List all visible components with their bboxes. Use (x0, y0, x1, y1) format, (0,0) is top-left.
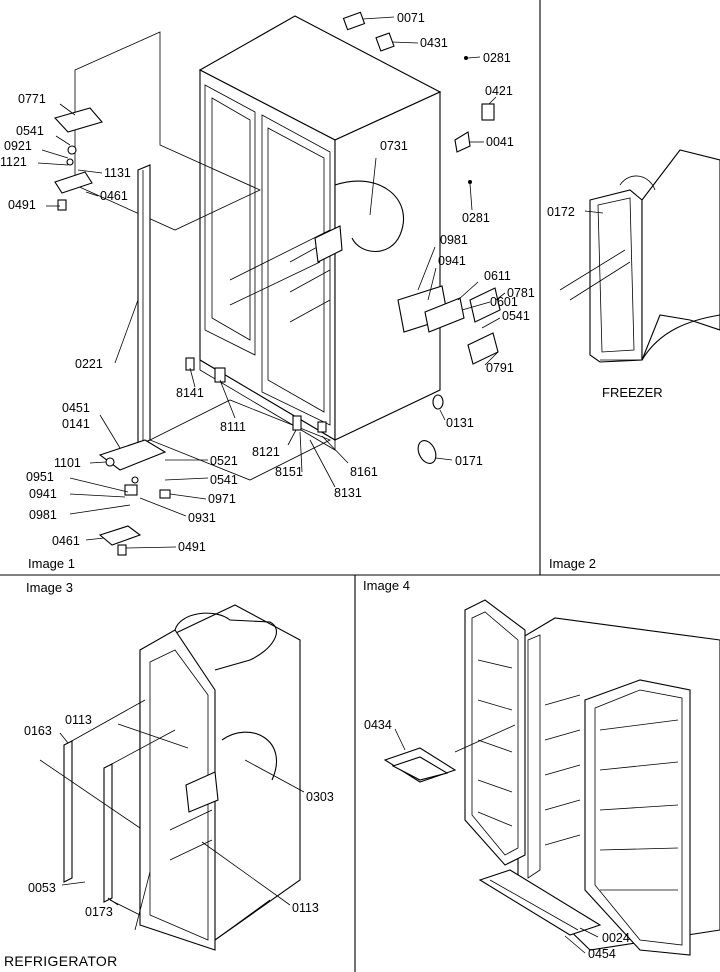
part-label: 0521 (210, 454, 238, 468)
part-label: 0113 (292, 901, 319, 915)
part-label: 0451 (62, 401, 90, 415)
part-label: 0131 (446, 416, 474, 430)
part-label: 0461 (52, 534, 80, 548)
part-label: 0431 (420, 36, 448, 50)
image1-cabinet (74, 15, 442, 481)
part-label: 0113 (65, 713, 92, 727)
part-label: 0281 (462, 211, 490, 225)
panel-title-refrigerator: REFRIGERATOR (4, 953, 118, 969)
part-label: 0281 (483, 51, 511, 65)
part-label: 0303 (306, 790, 334, 804)
part-label: 0771 (18, 92, 46, 106)
image4-open-fridge (383, 599, 720, 956)
part-label: 0171 (455, 454, 483, 468)
part-label: 0781 (507, 286, 535, 300)
part-label: 0931 (188, 511, 216, 525)
part-label: 1121 (0, 155, 27, 169)
part-label: 0491 (178, 540, 206, 554)
part-label: 0981 (29, 508, 57, 522)
part-label: 0163 (24, 724, 52, 738)
part-label: 0731 (380, 139, 408, 153)
part-label: 0921 (4, 139, 32, 153)
part-label: 0981 (440, 233, 468, 247)
part-label: 0791 (486, 361, 514, 375)
upper-hinge-assembly (53, 107, 103, 211)
part-label: 0434 (364, 718, 392, 732)
part-label: 0461 (100, 189, 128, 203)
part-label: 1101 (54, 456, 81, 470)
image1-small-parts (185, 11, 501, 464)
part-label: 8151 (275, 465, 303, 479)
part-label: 0541 (16, 124, 44, 138)
image2-freezer (559, 149, 720, 363)
part-label: 0601 (490, 295, 518, 309)
part-label: 1131 (104, 166, 131, 180)
part-label: 0221 (75, 357, 103, 371)
part-label: 0421 (485, 84, 513, 98)
lower-hinge-assembly (98, 439, 171, 556)
part-label: 0541 (210, 473, 238, 487)
part-label: 0454 (588, 947, 616, 961)
part-label: 0173 (85, 905, 113, 919)
part-label: 8111 (220, 420, 246, 434)
panel-caption-image1: Image 1 (28, 556, 75, 571)
part-label: 0041 (486, 135, 514, 149)
part-label: 0941 (29, 487, 57, 501)
part-label: 8121 (252, 445, 280, 459)
panel-title-freezer: FREEZER (602, 385, 663, 400)
part-label: 8141 (176, 386, 204, 400)
part-label: 0491 (8, 198, 36, 212)
part-label: 0611 (484, 269, 511, 283)
image1-leaders (37, 16, 506, 549)
panel-caption-image3: Image 3 (26, 580, 73, 595)
part-label: 0971 (208, 492, 236, 506)
part-label: 0141 (62, 417, 90, 431)
part-label: 8161 (350, 465, 378, 479)
part-label: 0951 (26, 470, 54, 484)
image3-leaders (59, 723, 305, 906)
part-label: 0541 (502, 309, 530, 323)
panel-caption-image2: Image 2 (549, 556, 596, 571)
part-label: 8131 (334, 486, 362, 500)
part-label: 0024 (602, 931, 630, 945)
image4-leaders (394, 728, 599, 954)
image3-refrigerator (39, 604, 301, 951)
part-label: 0172 (547, 205, 575, 219)
part-label: 0941 (438, 254, 466, 268)
part-label: 0053 (28, 881, 56, 895)
image1-part-labels: 0071 0431 0281 0421 0041 0731 0281 0981 … (0, 11, 535, 554)
panel-caption-image4: Image 4 (363, 578, 410, 593)
part-label: 0071 (397, 11, 425, 25)
